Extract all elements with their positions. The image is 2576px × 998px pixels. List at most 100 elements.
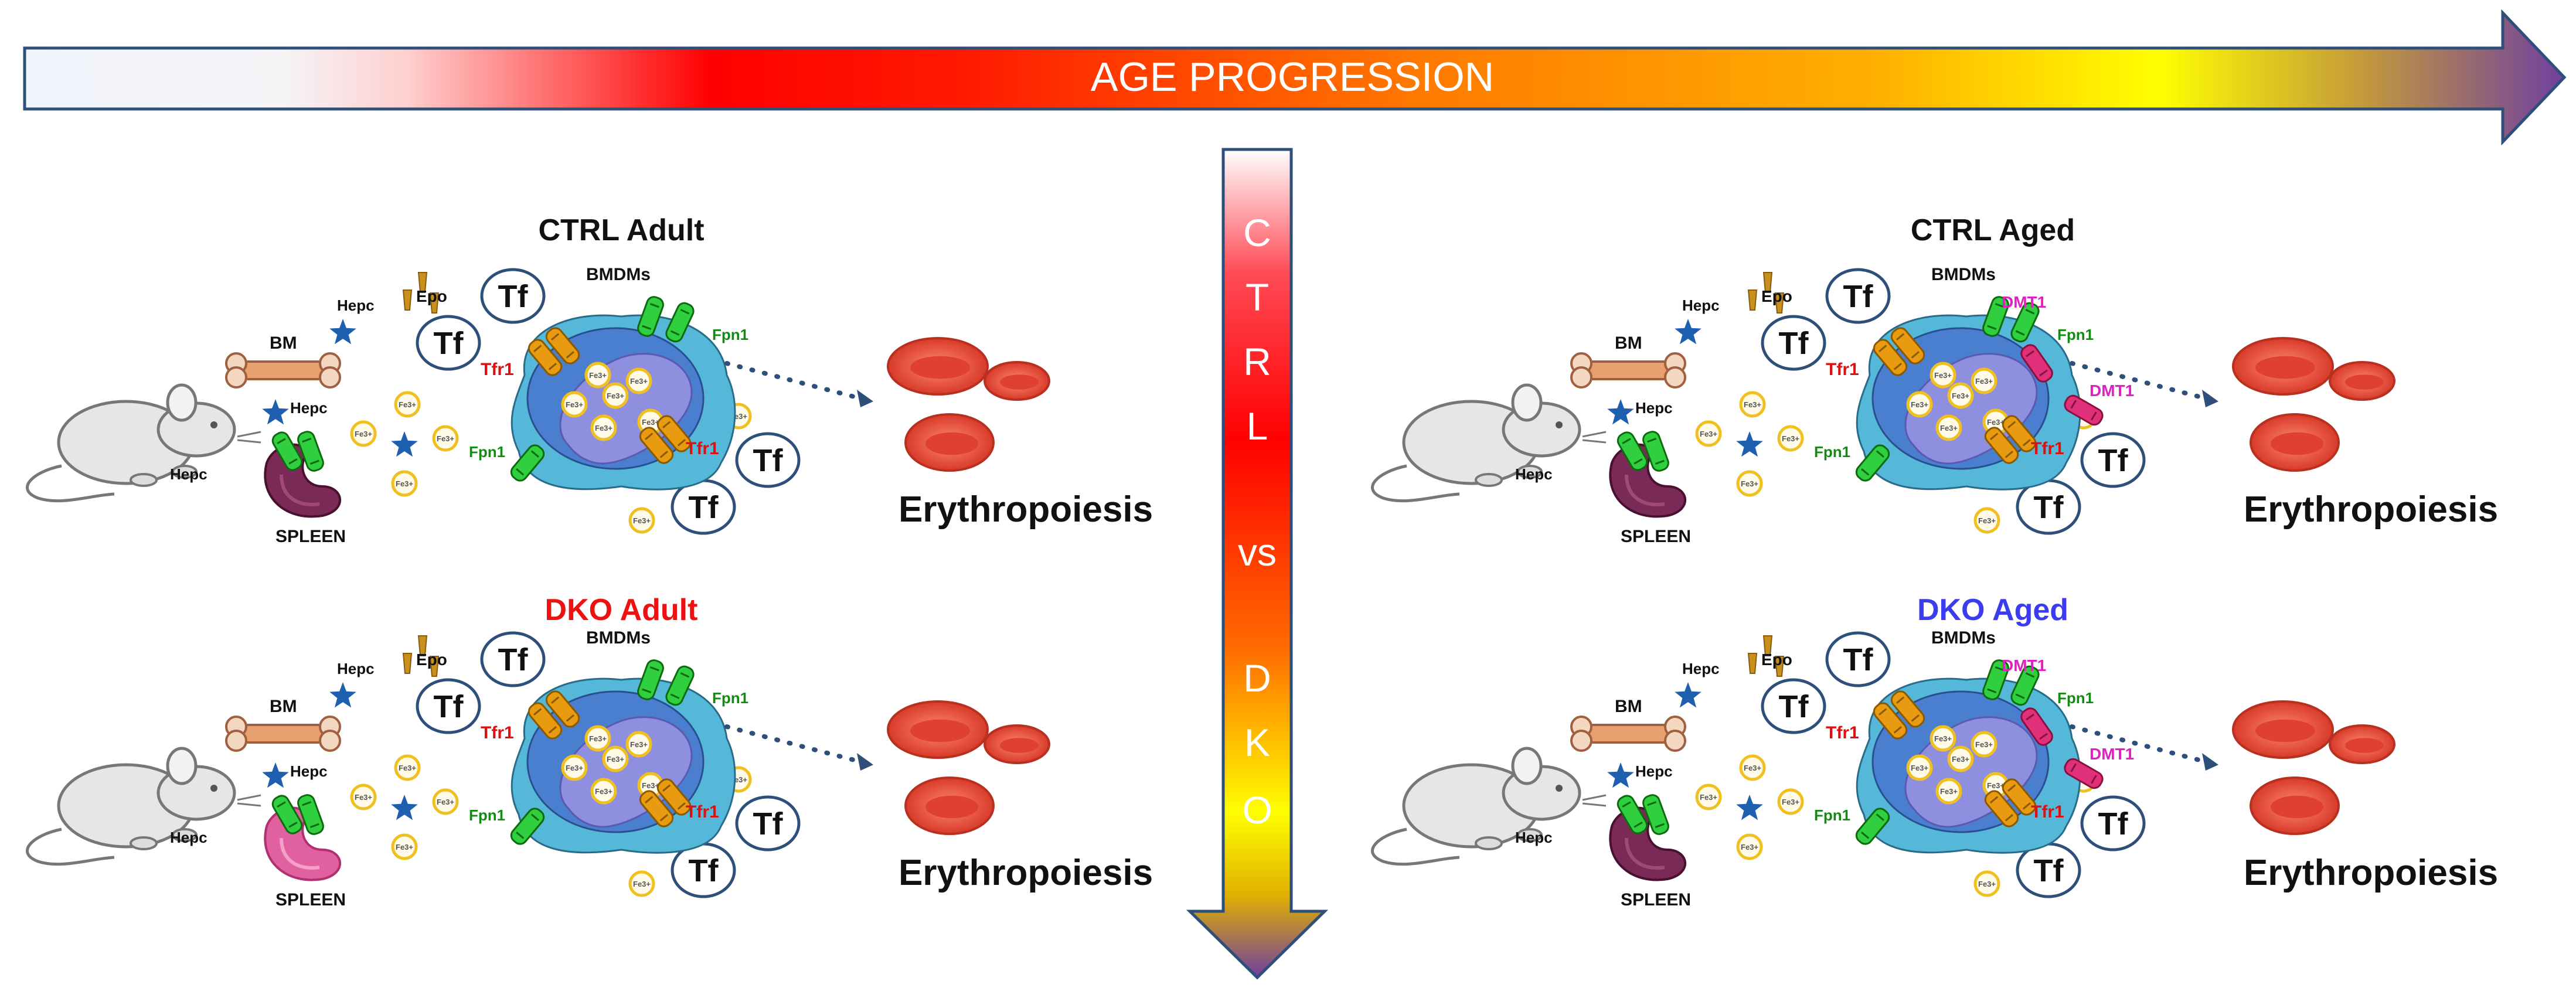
fpn1-channel-band — [288, 822, 298, 828]
red-blood-cell — [2232, 700, 2334, 759]
epo-particle — [429, 656, 440, 677]
hepc-label: Hepc — [1682, 297, 1720, 314]
fe3-ion-circle — [1739, 754, 1766, 781]
transferrin-label: Tf — [434, 689, 464, 724]
fpn1-channel — [1617, 795, 1648, 834]
tfr1-receptor — [545, 327, 580, 365]
hepc-label: Hepc — [170, 829, 207, 846]
spleen-label: SPLEEN — [1621, 890, 1691, 910]
mouse-ear — [166, 383, 198, 422]
fe3-ion-circle — [584, 725, 611, 752]
hepcidin-star-icon — [391, 795, 418, 820]
fpn1-channel-band — [642, 325, 652, 330]
rbc-center — [925, 432, 978, 455]
mouse-eye — [210, 421, 217, 428]
hepcidin-star-icon — [329, 682, 356, 708]
tfr1-receptor-band — [1911, 714, 1920, 722]
fpn1-channel-band — [288, 458, 298, 465]
rbc-center — [910, 356, 970, 379]
tfr1-receptor-band — [1990, 796, 1999, 803]
red-blood-cell — [2232, 337, 2334, 396]
fpn1-channel-band — [649, 666, 659, 672]
fpn1-channel — [637, 296, 664, 337]
red-blood-cell — [984, 361, 1050, 401]
dmt1-label: DMT1 — [2090, 745, 2134, 763]
panels: CTRL AdultBMSPLEENHepcHepcHepcEpoFe3+Fe3… — [26, 213, 2498, 910]
dotted-arrow — [2070, 361, 2218, 407]
fpn1-channel-band — [2025, 672, 2035, 678]
epo-particle — [1774, 656, 1785, 677]
bone-end — [1664, 366, 1686, 389]
fe3-ion-label: Fe3+ — [566, 764, 583, 772]
fpn1-channel — [1617, 431, 1648, 471]
fe3-ion-circle — [628, 507, 655, 534]
fe3-ion-icon: Fe3+ — [561, 754, 588, 781]
fpn1-channel — [665, 665, 695, 706]
tfr1-label: Tfr1 — [686, 439, 719, 458]
fe3-ion-icon: Fe3+ — [1736, 833, 1763, 860]
fpn1-channel-band — [1987, 325, 1997, 330]
fe3-ion-circle — [1973, 870, 2000, 897]
fpn1-channel — [1855, 808, 1890, 845]
bmdms-label: BMDMs — [586, 628, 651, 648]
tfr1-label: Tfr1 — [1826, 723, 1859, 742]
tfr1-receptor — [2002, 415, 2037, 452]
dotted-arrow-head — [2202, 753, 2218, 771]
tfr1-label: Tfr1 — [2031, 802, 2064, 822]
fe3-ion-label: Fe3+ — [1978, 516, 1996, 525]
fpn1-channel-band — [1622, 438, 1631, 444]
red-blood-cell — [2250, 776, 2340, 835]
hepc-label: Hepc — [290, 399, 328, 417]
red-blood-cell — [2250, 413, 2340, 472]
fe3-ion-circle — [584, 362, 611, 389]
fe3-ion-circle — [1777, 788, 1804, 815]
fpn1-channel-band — [2015, 330, 2025, 336]
mouse-whisker — [237, 431, 261, 438]
fe3-ion-circle — [1695, 420, 1722, 447]
transferrin: Tf — [2080, 795, 2146, 851]
transferrin-label: Tf — [2034, 490, 2064, 525]
fe3-ion-icon: Fe3+ — [1935, 414, 1962, 441]
fpn1-channel-band — [1861, 832, 1870, 839]
fe3-ion-circle — [1930, 725, 1956, 752]
mouse-foot — [1517, 828, 1543, 842]
tfr1-receptor — [545, 690, 580, 728]
fpn1-channel-band — [649, 303, 659, 308]
fe3-ion-label: Fe3+ — [399, 400, 416, 409]
fpn1-label: Fpn1 — [469, 806, 505, 824]
fpn1-label: Fpn1 — [469, 443, 505, 461]
mouse-tail — [26, 827, 115, 866]
fe3-ion-circle — [590, 414, 617, 441]
fe3-ion-label: Fe3+ — [1744, 400, 1761, 409]
rbc-center — [2345, 374, 2384, 390]
fe3-ion-icon: Fe3+ — [1695, 784, 1722, 810]
transferrin-circle — [416, 315, 481, 371]
tfr1-receptor — [1873, 702, 1908, 740]
tfr1-receptor-band — [551, 333, 560, 340]
transferrin-label: Tf — [689, 853, 719, 888]
tfr1-receptor-band — [2005, 451, 2013, 458]
fe3-ion-icon: Fe3+ — [628, 507, 655, 534]
fpn1-channel-band — [1647, 801, 1657, 806]
fe3-ion-label: Fe3+ — [595, 424, 612, 432]
fpn1-channel-band — [670, 330, 680, 336]
fe3-ion-circle — [1973, 507, 2000, 534]
fe3-ion-label: Fe3+ — [607, 391, 624, 400]
fpn1-channel-band — [530, 450, 539, 458]
mouse-whisker — [237, 794, 261, 801]
tfr1-receptor-band — [659, 814, 668, 822]
rbc-center — [1000, 374, 1039, 390]
fpn1-channel-band — [1655, 459, 1665, 465]
red-blood-cell — [984, 724, 1050, 764]
fe3-ion-icon: Fe3+ — [590, 778, 617, 805]
tfr1-receptor-band — [1879, 708, 1887, 716]
fe3-ion-label: Fe3+ — [437, 798, 454, 806]
rbc-center — [2345, 738, 2384, 753]
red-blood-cell — [887, 700, 989, 759]
dotted-arrow-head — [857, 390, 873, 407]
fpn1-channel — [1855, 444, 1890, 482]
fe3-ion-label: Fe3+ — [589, 734, 607, 743]
tfr1-receptor-band — [551, 696, 560, 704]
fpn1-channel-band — [309, 823, 319, 828]
mouse-whisker — [1582, 431, 1607, 438]
